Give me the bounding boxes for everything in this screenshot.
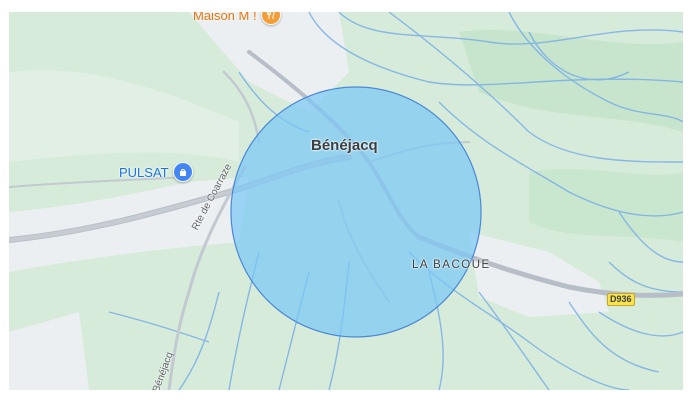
land-patch [529, 169, 683, 242]
land-patch [459, 29, 683, 132]
restaurant-icon [260, 12, 281, 25]
road-number-badge: D936 [607, 293, 635, 306]
poi-label: PULSAT [119, 164, 169, 180]
urban-area [189, 12, 349, 112]
radius-overlay[interactable] [230, 86, 482, 338]
place-subtitle: LA BACOUE [412, 259, 491, 271]
map-canvas [9, 12, 683, 390]
land-patch [9, 70, 239, 162]
shopping-bag-icon [172, 162, 193, 182]
place-title: Bénéjacq [311, 137, 378, 154]
urban-area [9, 312, 89, 390]
poi-label: Maison M ! [193, 12, 257, 23]
urban-area [469, 232, 609, 317]
poi-maison[interactable]: Maison M ! [193, 12, 281, 25]
poi-pulsat[interactable]: PULSAT [119, 162, 193, 182]
map-view[interactable]: Bénéjacq LA BACOUE PULSAT Maison M ! D93… [9, 12, 683, 390]
